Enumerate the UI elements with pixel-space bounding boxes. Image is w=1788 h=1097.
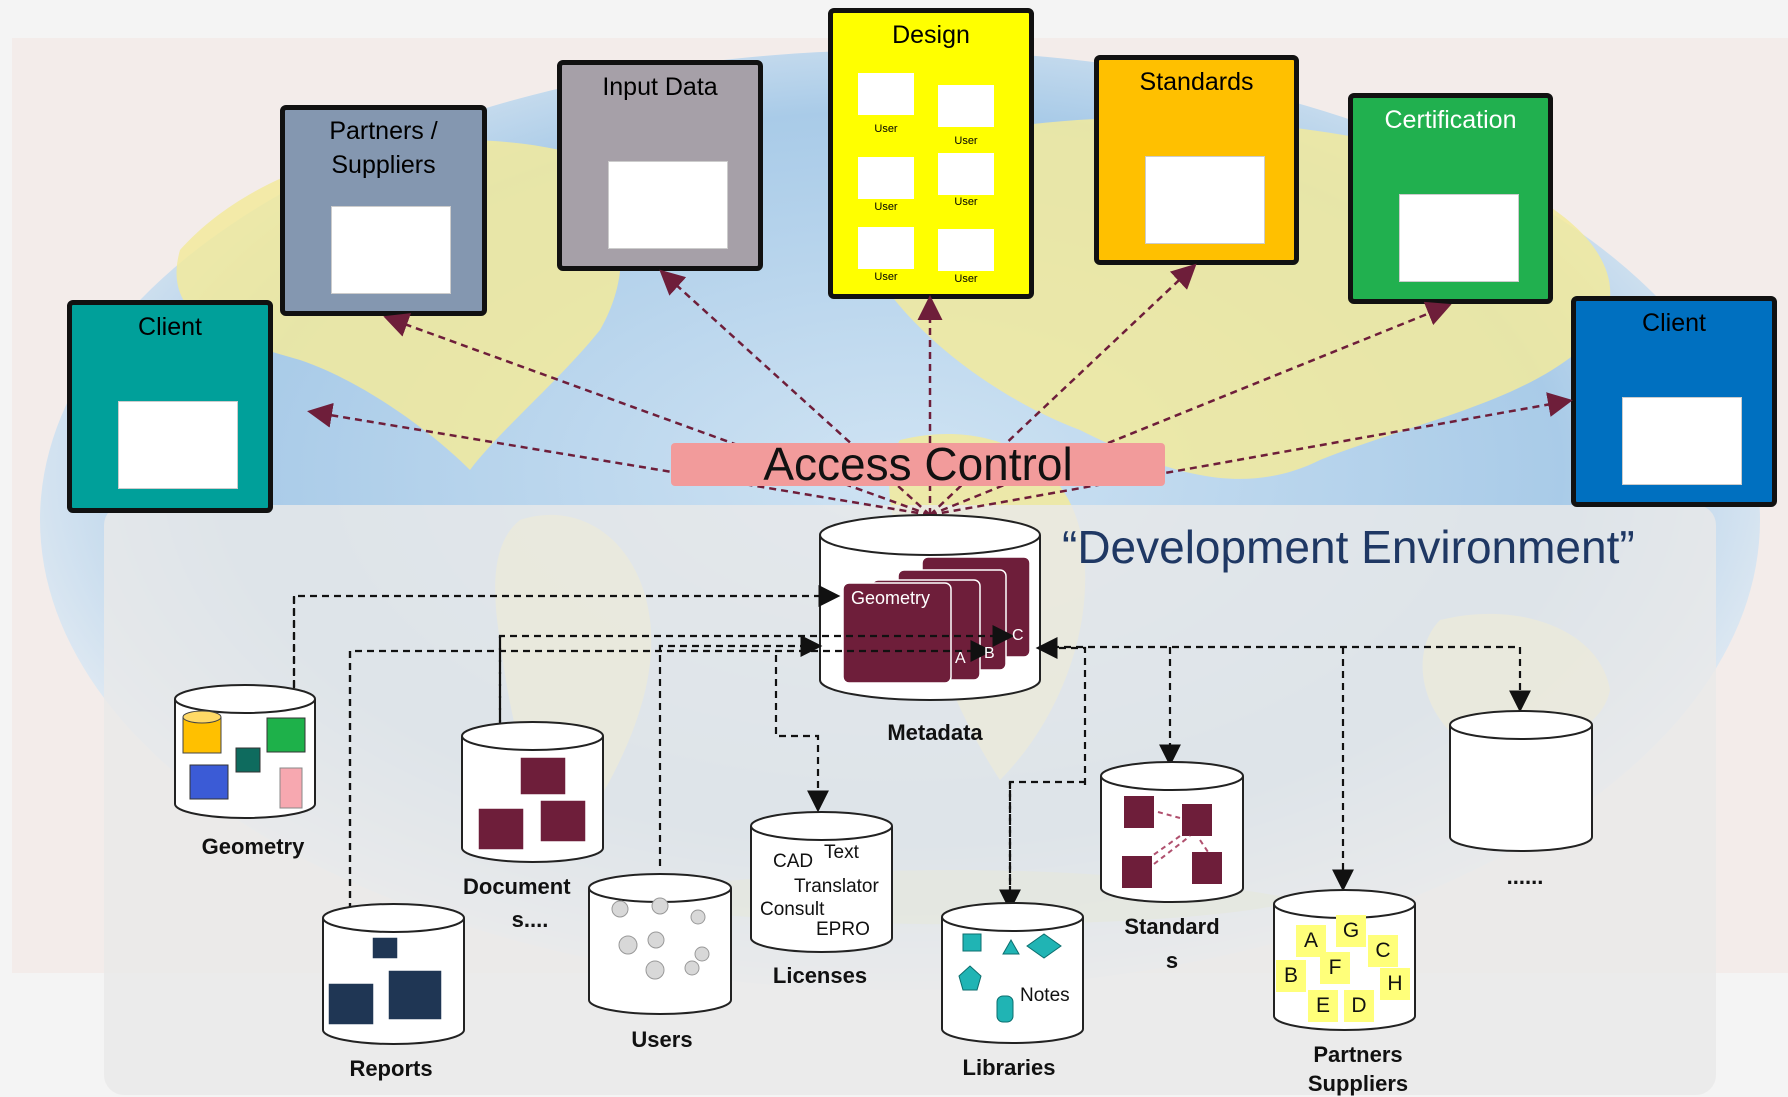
standards-shapes <box>1122 796 1222 888</box>
metadata-version-b: B <box>984 645 995 662</box>
design-user-icon <box>938 85 994 127</box>
libraries-label: Libraries <box>962 1055 1056 1080</box>
design-user-label: User <box>874 201 898 213</box>
partner-note: H <box>1380 968 1410 1000</box>
standards-box: Standards <box>1094 55 1299 265</box>
partner-note: G <box>1336 915 1366 947</box>
design-user-label: User <box>954 273 978 285</box>
partners-label-line1: Partners <box>1313 1042 1403 1067</box>
license-translator: Translator <box>794 876 879 897</box>
users-figures <box>611 897 710 980</box>
documents-shapes <box>477 756 587 851</box>
documents-label-line2: s.... <box>511 907 549 932</box>
user-computer-icon <box>1145 156 1265 244</box>
more-label: ...... <box>1506 864 1544 889</box>
metadata-card-geometry <box>842 582 952 684</box>
design-user-icon <box>858 227 914 269</box>
libraries-notes: Notes <box>1020 985 1070 1006</box>
design-title: Design <box>892 21 970 49</box>
partner-note: C <box>1368 935 1398 967</box>
design-user-label: User <box>874 271 898 283</box>
development-environment-label: “Development Environment” <box>1062 521 1635 573</box>
license-consult: Consult <box>760 899 825 920</box>
input-data-box: Input Data <box>557 60 763 271</box>
user-computer-icon <box>1622 397 1742 485</box>
certification-title: Certification <box>1384 106 1517 134</box>
design-user-icon <box>858 73 914 115</box>
user-computer-icon <box>331 206 451 294</box>
standards-label-line2: s <box>1165 948 1179 973</box>
standards-label-line1: Standard <box>1124 914 1220 939</box>
partner-note: D <box>1344 990 1374 1022</box>
user-computer-icon <box>608 161 728 249</box>
libraries-shapes <box>958 933 1062 1023</box>
licenses-cylinder <box>750 811 893 953</box>
input-data-title: Input Data <box>602 73 718 101</box>
users-label: Users <box>631 1027 693 1052</box>
design-user-label: User <box>874 123 898 135</box>
certification-box: Certification <box>1348 93 1553 304</box>
client-right-title: Client <box>1642 309 1706 337</box>
license-epro: EPRO <box>816 919 870 940</box>
partners-title: Partners / Suppliers <box>329 117 438 179</box>
partners-label-line2: Suppliers <box>1307 1071 1409 1096</box>
more-cylinder <box>1449 710 1593 852</box>
design-user-label: User <box>954 135 978 147</box>
client-left-title: Client <box>138 313 202 341</box>
metadata-label: Metadata <box>887 720 983 745</box>
user-computer-icon <box>118 401 238 489</box>
partners-box: Partners / Suppliers <box>280 105 487 316</box>
license-text: Text <box>824 842 859 863</box>
geometry-label: Geometry <box>201 834 305 859</box>
metadata-version-c: C <box>1012 627 1024 644</box>
license-cad: CAD <box>773 851 814 872</box>
partner-note: A <box>1296 925 1326 957</box>
access-control-banner: Access Control <box>671 441 1165 487</box>
design-user-icon <box>858 157 914 199</box>
design-user-icon <box>938 153 994 195</box>
partner-note: E <box>1308 990 1338 1022</box>
metadata-version-a: A <box>955 650 966 667</box>
access-arrows <box>307 263 1573 517</box>
design-user-icon <box>938 229 994 271</box>
client-right-box: Client <box>1571 296 1777 507</box>
partner-note: F <box>1320 952 1350 984</box>
metadata-card-label: Geometry <box>851 588 931 608</box>
user-computer-icon <box>1399 194 1519 282</box>
client-left-box: Client <box>67 300 273 513</box>
partner-note: B <box>1276 960 1306 992</box>
licenses-label: Licenses <box>772 963 868 988</box>
reports-label: Reports <box>349 1056 433 1081</box>
design-user-label: User <box>954 196 978 208</box>
metadata-connectors <box>283 585 1531 987</box>
geometry-shapes <box>182 710 306 809</box>
reports-shapes <box>327 936 443 1026</box>
documents-label-line1: Document <box>463 874 571 899</box>
standards-title: Standards <box>1139 68 1254 96</box>
